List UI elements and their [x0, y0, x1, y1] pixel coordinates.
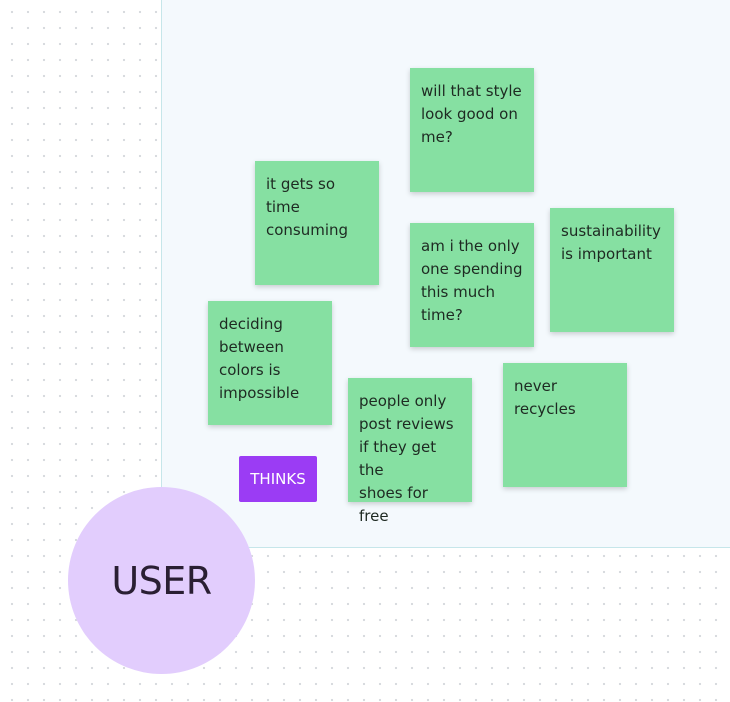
sticky-note[interactable]: will that style look good on me? [410, 68, 534, 192]
sticky-note[interactable]: am i the only one spending this much tim… [410, 223, 534, 347]
thinks-label-tag[interactable]: THINKS [239, 456, 317, 502]
sticky-note[interactable]: never recycles [503, 363, 627, 487]
user-circle-shape[interactable]: USER [68, 487, 255, 674]
sticky-note[interactable]: deciding between colors is impossible [208, 301, 332, 425]
sticky-note[interactable]: people only post reviews if they get the… [348, 378, 472, 525]
sticky-note[interactable]: it gets so time consuming [255, 161, 379, 285]
sticky-note[interactable]: sustainability is important [550, 208, 674, 332]
user-label: USER [111, 558, 212, 603]
